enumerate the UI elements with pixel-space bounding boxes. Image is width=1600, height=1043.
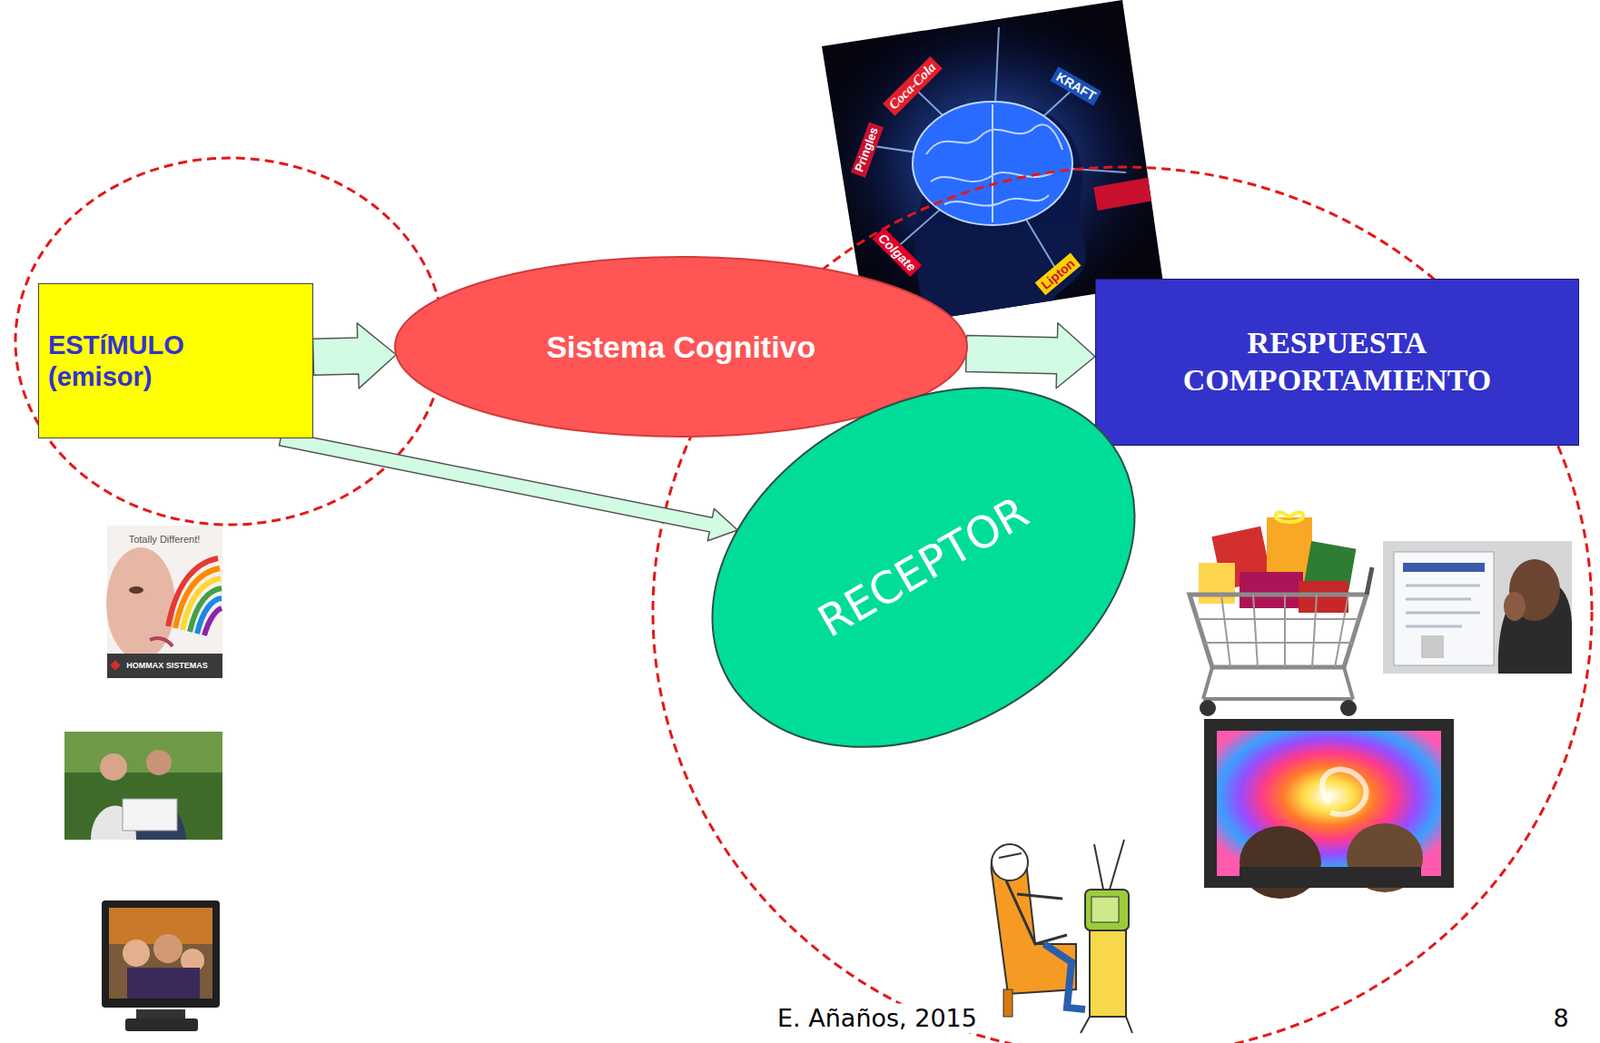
stimulus-box: ESTíMULO (emisor) xyxy=(38,283,314,439)
shopping-cart xyxy=(1189,512,1373,717)
stimulus-box-label: ESTíMULO (emisor) xyxy=(39,329,185,394)
block-arrow xyxy=(278,431,738,542)
kids-tv-photo xyxy=(1204,719,1454,899)
page-number: 8 xyxy=(1549,1003,1572,1034)
advert-thumbnail xyxy=(106,525,223,679)
tv-thumbnail xyxy=(101,900,220,1032)
laptop-photo xyxy=(64,731,223,840)
advert-slogan: Totally Different! xyxy=(128,533,201,546)
computer-user-photo xyxy=(1382,541,1572,674)
cognitive-ellipse-label: Sistema Cognitivo xyxy=(546,328,817,366)
advert-brand: HOMMAX SISTEMAS xyxy=(126,661,208,671)
response-box: RESPUESTA COMPORTAMIENTO xyxy=(1095,278,1580,446)
cartoon-tv-viewer xyxy=(991,839,1133,1034)
author-credit: E. Añaños, 2015 xyxy=(773,1003,981,1034)
block-arrow xyxy=(312,323,396,389)
stimulus-region xyxy=(15,158,445,525)
receiver-ellipse-shape xyxy=(647,315,1200,820)
response-box-label: RESPUESTA COMPORTAMIENTO xyxy=(1183,325,1492,400)
block-arrow xyxy=(966,323,1096,389)
